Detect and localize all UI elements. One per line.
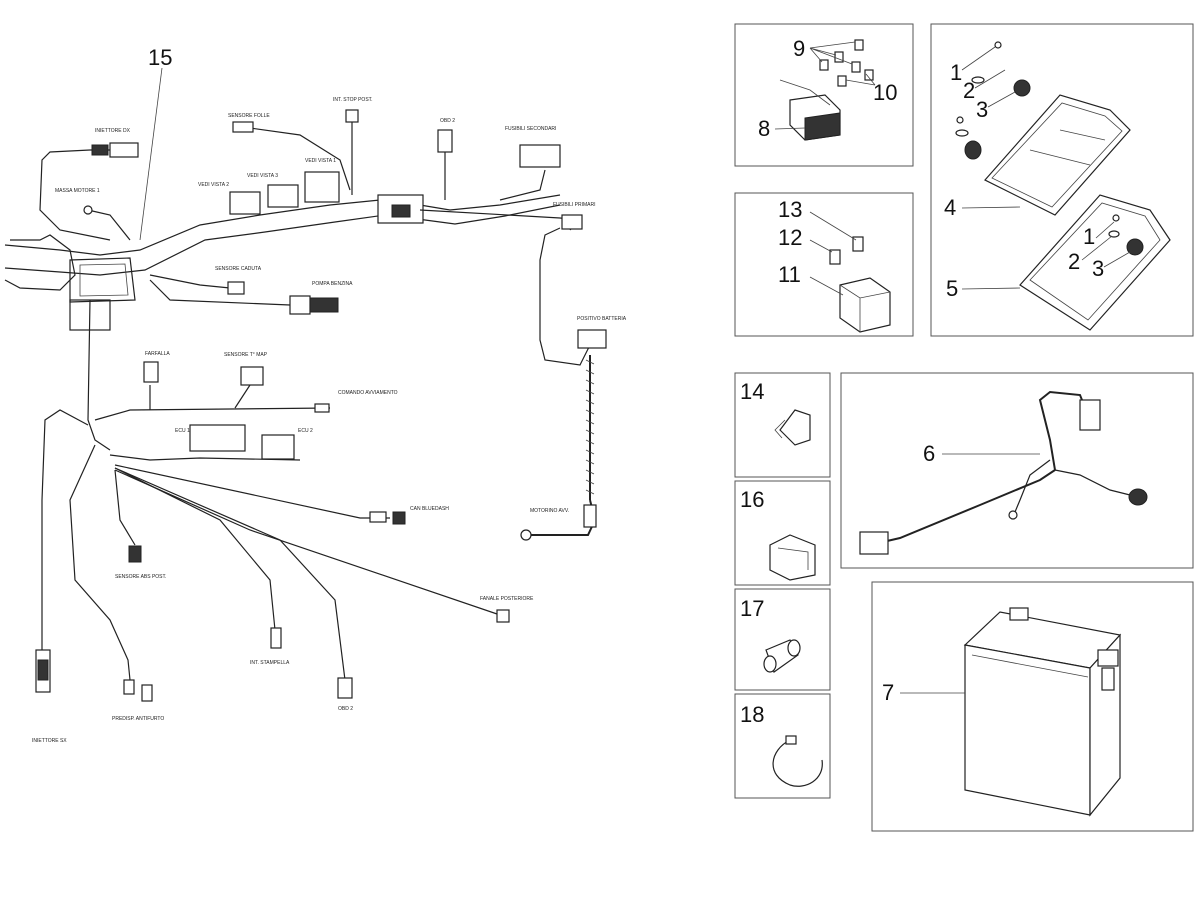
callout-15: 15	[148, 45, 172, 70]
label-sensore-folle: SENSORE FOLLE	[228, 113, 270, 119]
connector-16-box: 16	[734, 480, 831, 586]
callout-1b: 1	[1083, 224, 1095, 249]
callout-5: 5	[946, 276, 958, 301]
callout-2b: 2	[1068, 249, 1080, 274]
label-obd2-top: OBD 2	[440, 118, 455, 124]
label-motorino-avv: MOTORINO AVV.	[530, 508, 569, 514]
callout-9: 9	[793, 36, 805, 61]
relay-box: 13 12 11	[734, 192, 914, 337]
callout-12: 12	[778, 225, 802, 250]
cable-tie-18-box: 18	[734, 693, 831, 799]
label-can-bluedash: CAN BLUEDASH	[410, 506, 449, 512]
label-sensore-map: SENSORE T° MAP	[224, 352, 268, 358]
fuses-small	[819, 39, 874, 87]
callout-14: 14	[740, 379, 764, 404]
label-iniettore-sx: INIETTORE SX	[32, 738, 67, 744]
wiring-harness-15: 15 INIETTORE DX MASSA MOTORE 1 SENSORE F…	[4, 45, 627, 744]
label-vedi-vista-3: VEDI VISTA 3	[247, 173, 278, 179]
callout-3b: 3	[1092, 256, 1104, 281]
label-int-stampella: INT. STAMPELLA	[250, 660, 290, 666]
callout-6: 6	[923, 441, 935, 466]
label-massa-motore: MASSA MOTORE 1	[55, 188, 100, 194]
grommet-17-box: 17	[734, 588, 831, 691]
battery-7-box: 7	[871, 581, 1194, 832]
callout-1a: 1	[950, 60, 962, 85]
label-sensore-caduta: SENSORE CADUTA	[215, 266, 262, 272]
callout-8: 8	[758, 116, 770, 141]
callout-4: 4	[944, 195, 956, 220]
label-ecu2: ECU 2	[298, 428, 313, 434]
label-vedi-vista-1: VEDI VISTA 1	[305, 158, 336, 164]
label-int-stop-post: INT. STOP POST.	[333, 97, 373, 103]
label-vedi-vista-2: VEDI VISTA 2	[198, 182, 229, 188]
callout-16: 16	[740, 487, 764, 512]
harness-6-box: 6	[840, 372, 1194, 569]
callout-11: 11	[778, 262, 801, 287]
callout-17: 17	[740, 596, 764, 621]
callout-2a: 2	[963, 78, 975, 103]
label-pompa-benzina: POMPA BENZINA	[312, 281, 353, 287]
callout-3a: 3	[976, 97, 988, 122]
label-fusibili-secondari: FUSIBILI SECONDARI	[505, 126, 556, 132]
label-predisp-antifurto: PREDISP. ANTIFURTO	[112, 716, 164, 722]
callout-10: 10	[873, 80, 897, 105]
callout-7: 7	[882, 680, 894, 705]
connector-14-box: 14	[734, 372, 831, 478]
label-positivo-batteria: POSITIVO BATTERIA	[577, 316, 627, 322]
label-fusibili-primari: FUSIBILI PRIMARI	[553, 202, 596, 208]
label-comando-avviamento: COMANDO AVVIAMENTO	[338, 390, 398, 396]
label-iniettore-dx: INIETTORE DX	[95, 128, 131, 134]
label-fanale-posteriore: FANALE POSTERIORE	[480, 596, 534, 602]
label-sensore-abs-post: SENSORE ABS POST.	[115, 574, 166, 580]
fuse-box-assembly: 1 2 3 4 1 2 3 5	[930, 23, 1194, 337]
label-ecu1: ECU 1	[175, 428, 190, 434]
label-farfalla: FARFALLA	[145, 351, 170, 357]
callout-13: 13	[778, 197, 802, 222]
callout-18: 18	[740, 702, 764, 727]
label-obd2-bottom: OBD 2	[338, 706, 353, 712]
fuse-holder-box: 9 10 8	[734, 23, 914, 167]
